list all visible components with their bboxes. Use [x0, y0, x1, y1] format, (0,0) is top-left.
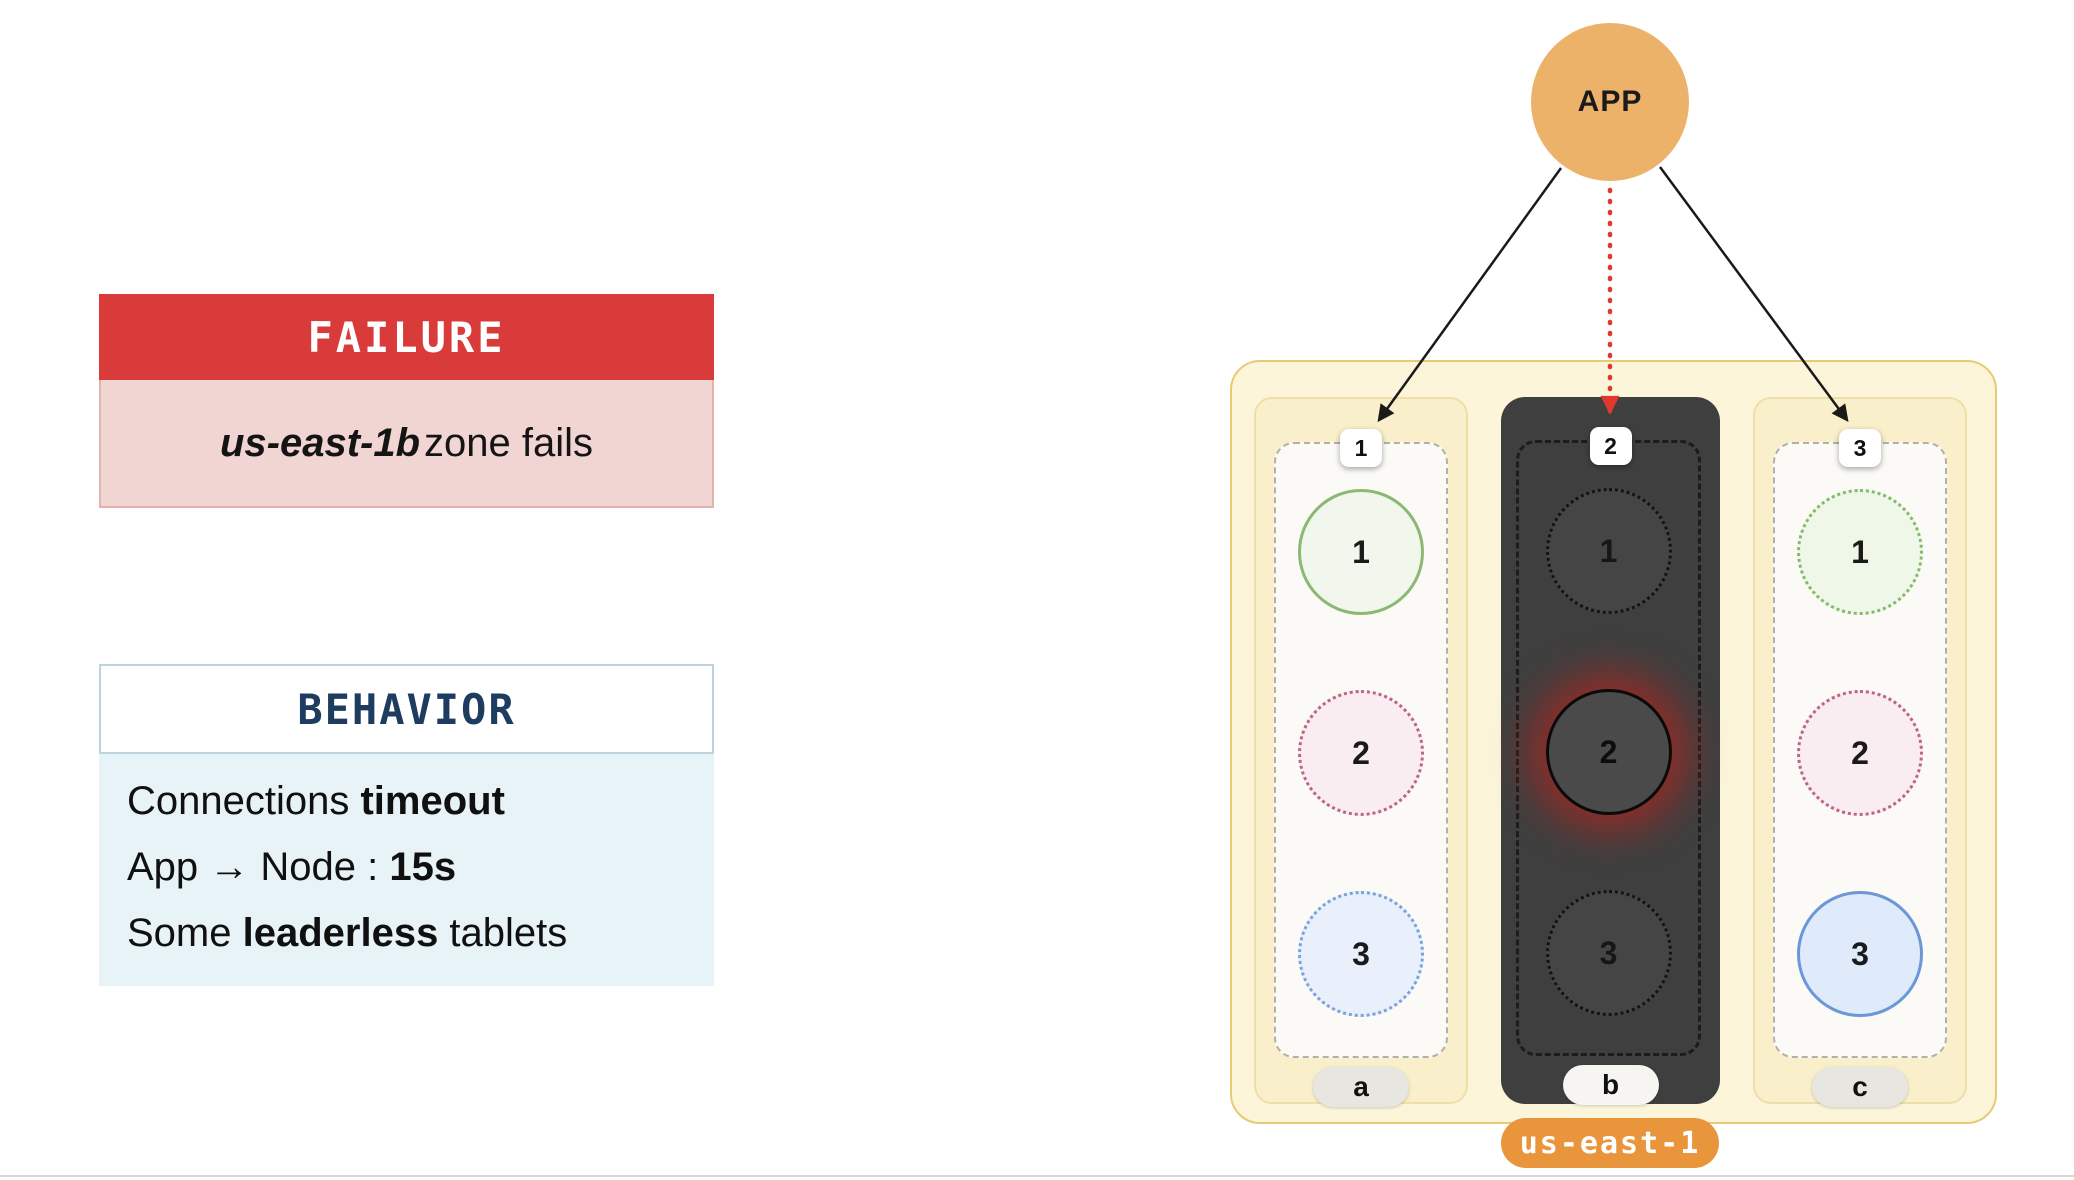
line-bold: leaderless [242, 911, 439, 955]
line-bold: 15s [389, 845, 457, 889]
line-pre: Connections [127, 779, 361, 823]
tablet-b-1: 1 [1545, 488, 1672, 614]
tablet-c-2: 2 [1797, 690, 1923, 816]
zone-a: 1 1 2 3 a [1254, 397, 1468, 1107]
behavior-panel: BEHAVIOR Connections timeout App → Node … [99, 664, 714, 986]
behavior-line: App → Node : 15s [127, 834, 694, 900]
tablet-a-3: 3 [1298, 891, 1424, 1017]
failure-body-text: zone fails [424, 420, 594, 465]
behavior-line: Connections timeout [127, 768, 694, 834]
tablet-c-1: 1 [1797, 489, 1923, 615]
line-pre: App → Node : [127, 845, 390, 889]
region-label: us-east-1 [1501, 1118, 1719, 1168]
line-post: tablets [438, 911, 568, 955]
tablet-a-1: 1 [1298, 489, 1424, 615]
behavior-panel-title: BEHAVIOR [99, 664, 714, 754]
failure-zone-name: us-east-1b [219, 420, 421, 465]
zone-b-label: b [1562, 1065, 1659, 1105]
failure-panel-title: FAILURE [99, 294, 714, 380]
app-node: APP [1531, 23, 1689, 181]
line-bold: timeout [360, 779, 505, 823]
zone-c-badge: 3 [1839, 429, 1881, 467]
line-pre: Some [127, 911, 243, 955]
zone-b-failed: 2 1 2 3 b [1501, 397, 1720, 1105]
zone-c-node-group: 1 2 3 [1773, 442, 1947, 1058]
failure-panel-body: us-east-1b zone fails [99, 380, 714, 508]
behavior-line: Some leaderless tablets [127, 900, 694, 966]
zone-b-node-group: 1 2 3 [1516, 440, 1701, 1056]
zone-a-node-group: 1 2 3 [1274, 442, 1448, 1058]
tablet-a-2: 2 [1298, 690, 1424, 816]
zone-c: 3 1 2 3 c [1753, 397, 1967, 1107]
zone-b-badge: 2 [1589, 427, 1632, 465]
tablet-c-3: 3 [1797, 891, 1923, 1017]
tablet-b-3: 3 [1545, 890, 1672, 1016]
failure-panel: FAILURE us-east-1b zone fails [99, 294, 714, 508]
zone-a-label: a [1313, 1067, 1409, 1107]
behavior-panel-body: Connections timeout App → Node : 15s Som… [99, 754, 714, 986]
zone-c-label: c [1812, 1067, 1908, 1107]
tablet-b-2: 2 [1545, 689, 1672, 815]
zone-a-badge: 1 [1340, 429, 1382, 467]
bottom-divider [0, 1175, 2074, 1177]
